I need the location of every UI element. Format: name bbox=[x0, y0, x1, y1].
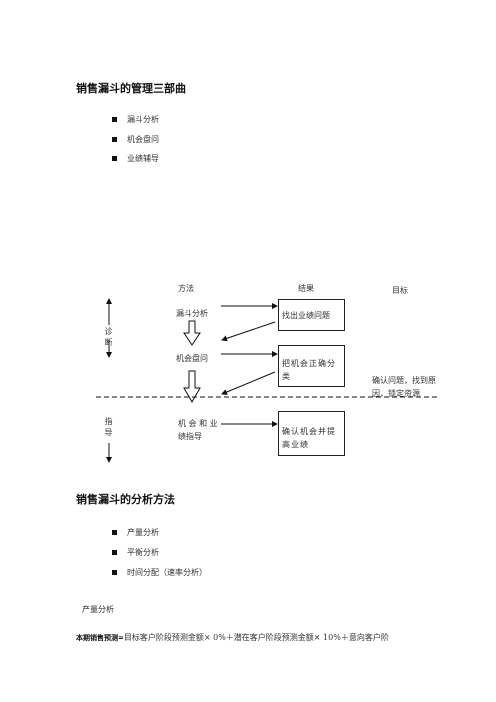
bullet-icon bbox=[112, 156, 117, 161]
result-box-text: 找出业绩问题 bbox=[282, 311, 330, 320]
sub-heading-output-analysis: 产量分析 bbox=[82, 605, 114, 614]
list-item: 平衡分析 bbox=[127, 548, 159, 557]
side-label-guide: 指导 bbox=[104, 417, 113, 437]
bullet-icon bbox=[112, 530, 117, 535]
bullet-icon bbox=[112, 570, 117, 575]
goal-text: 确认问题，找到原因，锁定资源 bbox=[372, 376, 436, 398]
result-box-find-problems: 找出业绩问题 bbox=[278, 299, 345, 331]
side-label-diagnose: 诊断 bbox=[104, 327, 113, 347]
section-title-management: 销售漏斗的管理三部曲 bbox=[76, 82, 186, 95]
result-box-text: 把机会正确分类 bbox=[282, 359, 336, 381]
method-opportunity-review: 机会盘问 bbox=[176, 354, 208, 363]
bullet-icon bbox=[112, 550, 117, 555]
bullet-icon bbox=[112, 117, 117, 122]
result-box-classify: 把机会正确分类 bbox=[278, 345, 345, 387]
method-coaching-line1: 机 会 和 业 bbox=[178, 419, 218, 428]
list-item: 时间分配（速率分析） bbox=[127, 568, 207, 577]
list-item: 漏斗分析 bbox=[127, 115, 159, 124]
column-header-result: 结果 bbox=[298, 284, 314, 293]
result-box-text: 确认机会并提高业绩 bbox=[282, 427, 336, 449]
sales-forecast-formula: 本期销售预测=目标客户阶段预测金额× 0%＋潜在客户阶段预测金额× 10%＋意向… bbox=[76, 625, 389, 644]
column-header-method: 方法 bbox=[178, 284, 194, 293]
section-title-analysis-methods: 销售漏斗的分析方法 bbox=[76, 493, 175, 506]
method-funnel-analysis: 漏斗分析 bbox=[176, 309, 208, 318]
list-item: 产量分析 bbox=[127, 528, 159, 537]
formula-label: 本期销售预测= bbox=[76, 634, 124, 642]
list-item: 机会盘问 bbox=[127, 135, 159, 144]
result-box-improve: 确认机会并提高业绩 bbox=[278, 411, 345, 456]
bullet-icon bbox=[112, 137, 117, 142]
method-coaching-line2: 绩指导 bbox=[178, 432, 202, 441]
formula-text: 目标客户阶段预测金额× 0%＋潜在客户阶段预测金额× 10%＋意向客户阶 bbox=[123, 633, 389, 642]
list-item: 业绩辅导 bbox=[127, 154, 159, 163]
column-header-goal: 目标 bbox=[392, 286, 408, 295]
